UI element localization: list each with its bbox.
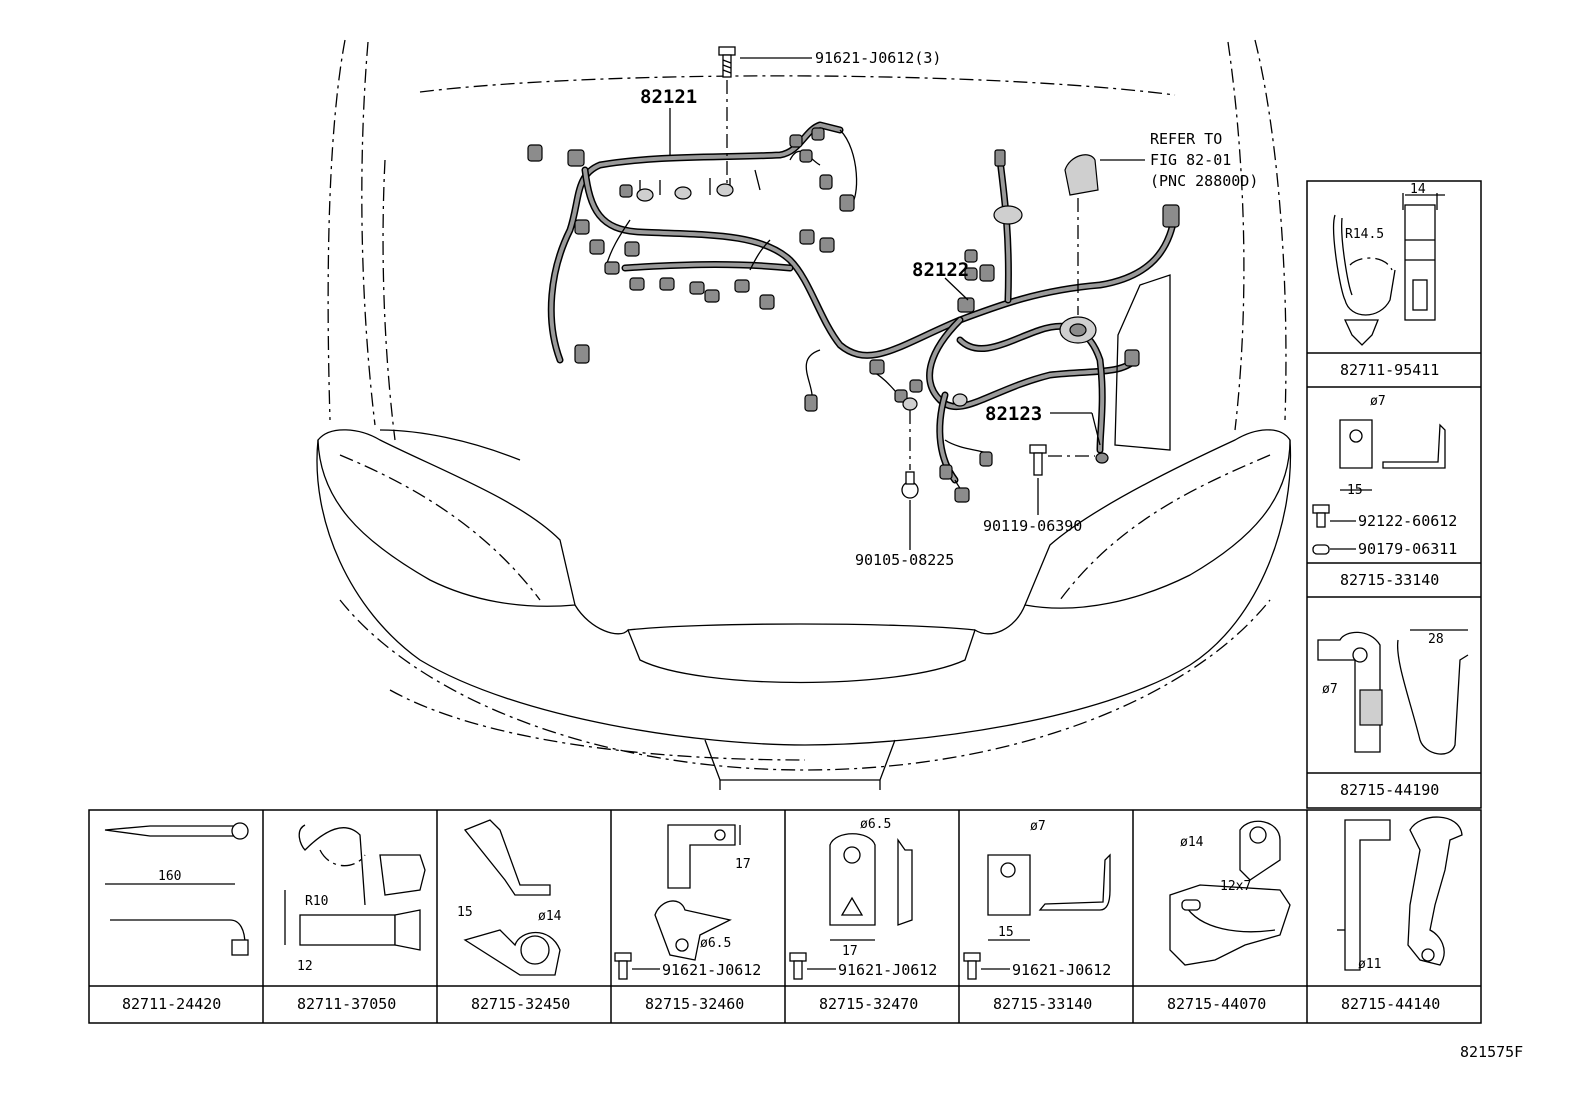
label-bolt-right: 90119-06390 <box>983 517 1082 535</box>
tie-82711-24420-drawing: 160 <box>104 822 249 956</box>
dim-o7-33140: ø7 <box>1030 819 1046 834</box>
figure-id: 821575F <box>1460 1043 1523 1061</box>
refer-line-1: REFER TO <box>1150 130 1222 148</box>
label-82123: 82123 <box>985 403 1042 425</box>
bracket-82715-33140-bottom-drawing: ø7 15 <box>963 819 1111 980</box>
dim-o6-5-32460: ø6.5 <box>700 936 731 951</box>
dim-o7-right: ø7 <box>1370 394 1386 409</box>
part-82715-44070: 82715-44070 <box>1167 995 1266 1013</box>
dim-o14-32450: ø14 <box>538 909 562 924</box>
part-82715-32470: 82715-32470 <box>819 995 918 1013</box>
part-82715-32450: 82715-32450 <box>471 995 570 1013</box>
bottom-panel-grid <box>88 809 1482 1024</box>
dim-160: 160 <box>158 869 181 884</box>
part-82715-44140: 82715-44140 <box>1341 995 1440 1013</box>
bolt-92122-60612: 92122-60612 <box>1358 512 1457 530</box>
bracket-82715-44190-drawing: 28 ø7 <box>1317 629 1469 755</box>
part-82715-44190: 82715-44190 <box>1340 781 1439 799</box>
right-panel-grid <box>1306 180 1482 809</box>
part-82711-37050: 82711-37050 <box>297 995 396 1013</box>
dim-o11: ø11 <box>1358 957 1381 972</box>
part-82715-32460: 82715-32460 <box>645 995 744 1013</box>
part-82711-95411: 82711-95411 <box>1340 361 1439 379</box>
clamp-82711-37050-drawing: R10 12 <box>284 824 426 974</box>
dim-12: 12 <box>297 959 313 974</box>
bracket-82715-32450-drawing: 15 ø14 <box>457 819 562 976</box>
bolt-90179-06311: 90179-06311 <box>1358 540 1457 558</box>
dim-15-33140: 15 <box>998 925 1014 940</box>
dim-17-32460: 17 <box>735 857 751 872</box>
fasteners-main <box>669 46 1145 550</box>
bracket-82715-44070-drawing: ø14 12x7 <box>1169 820 1291 966</box>
bolt-33140: 91621-J0612 <box>1012 961 1111 979</box>
dim-o6-5-32470: ø6.5 <box>860 817 891 832</box>
bolt-32460: 91621-J0612 <box>662 961 761 979</box>
label-82122: 82122 <box>912 259 969 281</box>
bolt-32470: 91621-J0612 <box>838 961 937 979</box>
label-82121: 82121 <box>640 86 697 108</box>
part-82711-24420: 82711-24420 <box>122 995 221 1013</box>
dim-15-32450: 15 <box>457 905 473 920</box>
wire-harness-82121 <box>527 121 1180 503</box>
dim-14: 14 <box>1410 182 1426 197</box>
dim-o7-44190: ø7 <box>1322 682 1338 697</box>
bracket-82715-32470-drawing: ø6.5 17 <box>789 817 913 980</box>
dim-28: 28 <box>1428 632 1444 647</box>
car-body-outline <box>316 39 1292 790</box>
label-bolt-mid: 90105-08225 <box>855 551 954 569</box>
label-bolt-top: 91621-J0612(3) <box>815 49 941 67</box>
refer-line-2: FIG 82-01 <box>1150 151 1231 169</box>
bracket-82715-44140-drawing: ø11 <box>1337 816 1463 972</box>
refer-line-3: (PNC 28800D) <box>1150 172 1258 190</box>
part-82715-33140-bottom: 82715-33140 <box>993 995 1092 1013</box>
part-82715-33140-right: 82715-33140 <box>1340 571 1439 589</box>
dim-17-32470: 17 <box>842 944 858 959</box>
dim-15-right: 15 <box>1347 483 1363 498</box>
bracket-82715-32460-drawing: 17 ø6.5 <box>614 824 751 980</box>
dim-r14-5: R14.5 <box>1345 227 1384 242</box>
dim-o14-44070: ø14 <box>1180 835 1204 850</box>
dim-r10: R10 <box>305 894 328 909</box>
clamp-82711-95411-drawing: 14 R14.5 <box>1332 182 1445 346</box>
bracket-82715-33140-right-drawing: ø7 15 <box>1312 394 1446 555</box>
dim-12x7: 12x7 <box>1220 879 1251 894</box>
